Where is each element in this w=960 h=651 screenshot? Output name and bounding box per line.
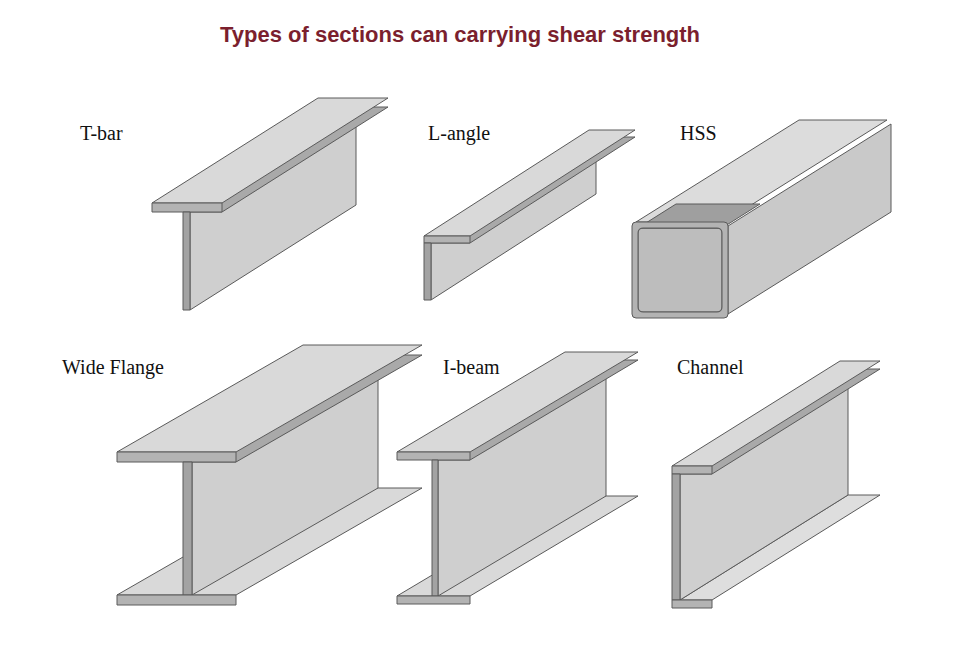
l-angle-figure [424, 130, 635, 300]
diagram-title: Types of sections can carrying shear str… [220, 22, 700, 48]
channel-figure [672, 361, 880, 608]
section-label: Wide Flange [62, 356, 164, 379]
section-label: I-beam [443, 356, 500, 379]
wide-flange-figure [117, 345, 422, 605]
hss-figure [632, 120, 891, 318]
section-label: HSS [680, 122, 717, 145]
i-beam-figure [397, 352, 638, 604]
section-label: T-bar [80, 122, 123, 145]
section-label: Channel [677, 356, 744, 379]
section-label: L-angle [428, 122, 490, 145]
t-bar-figure [152, 98, 388, 310]
